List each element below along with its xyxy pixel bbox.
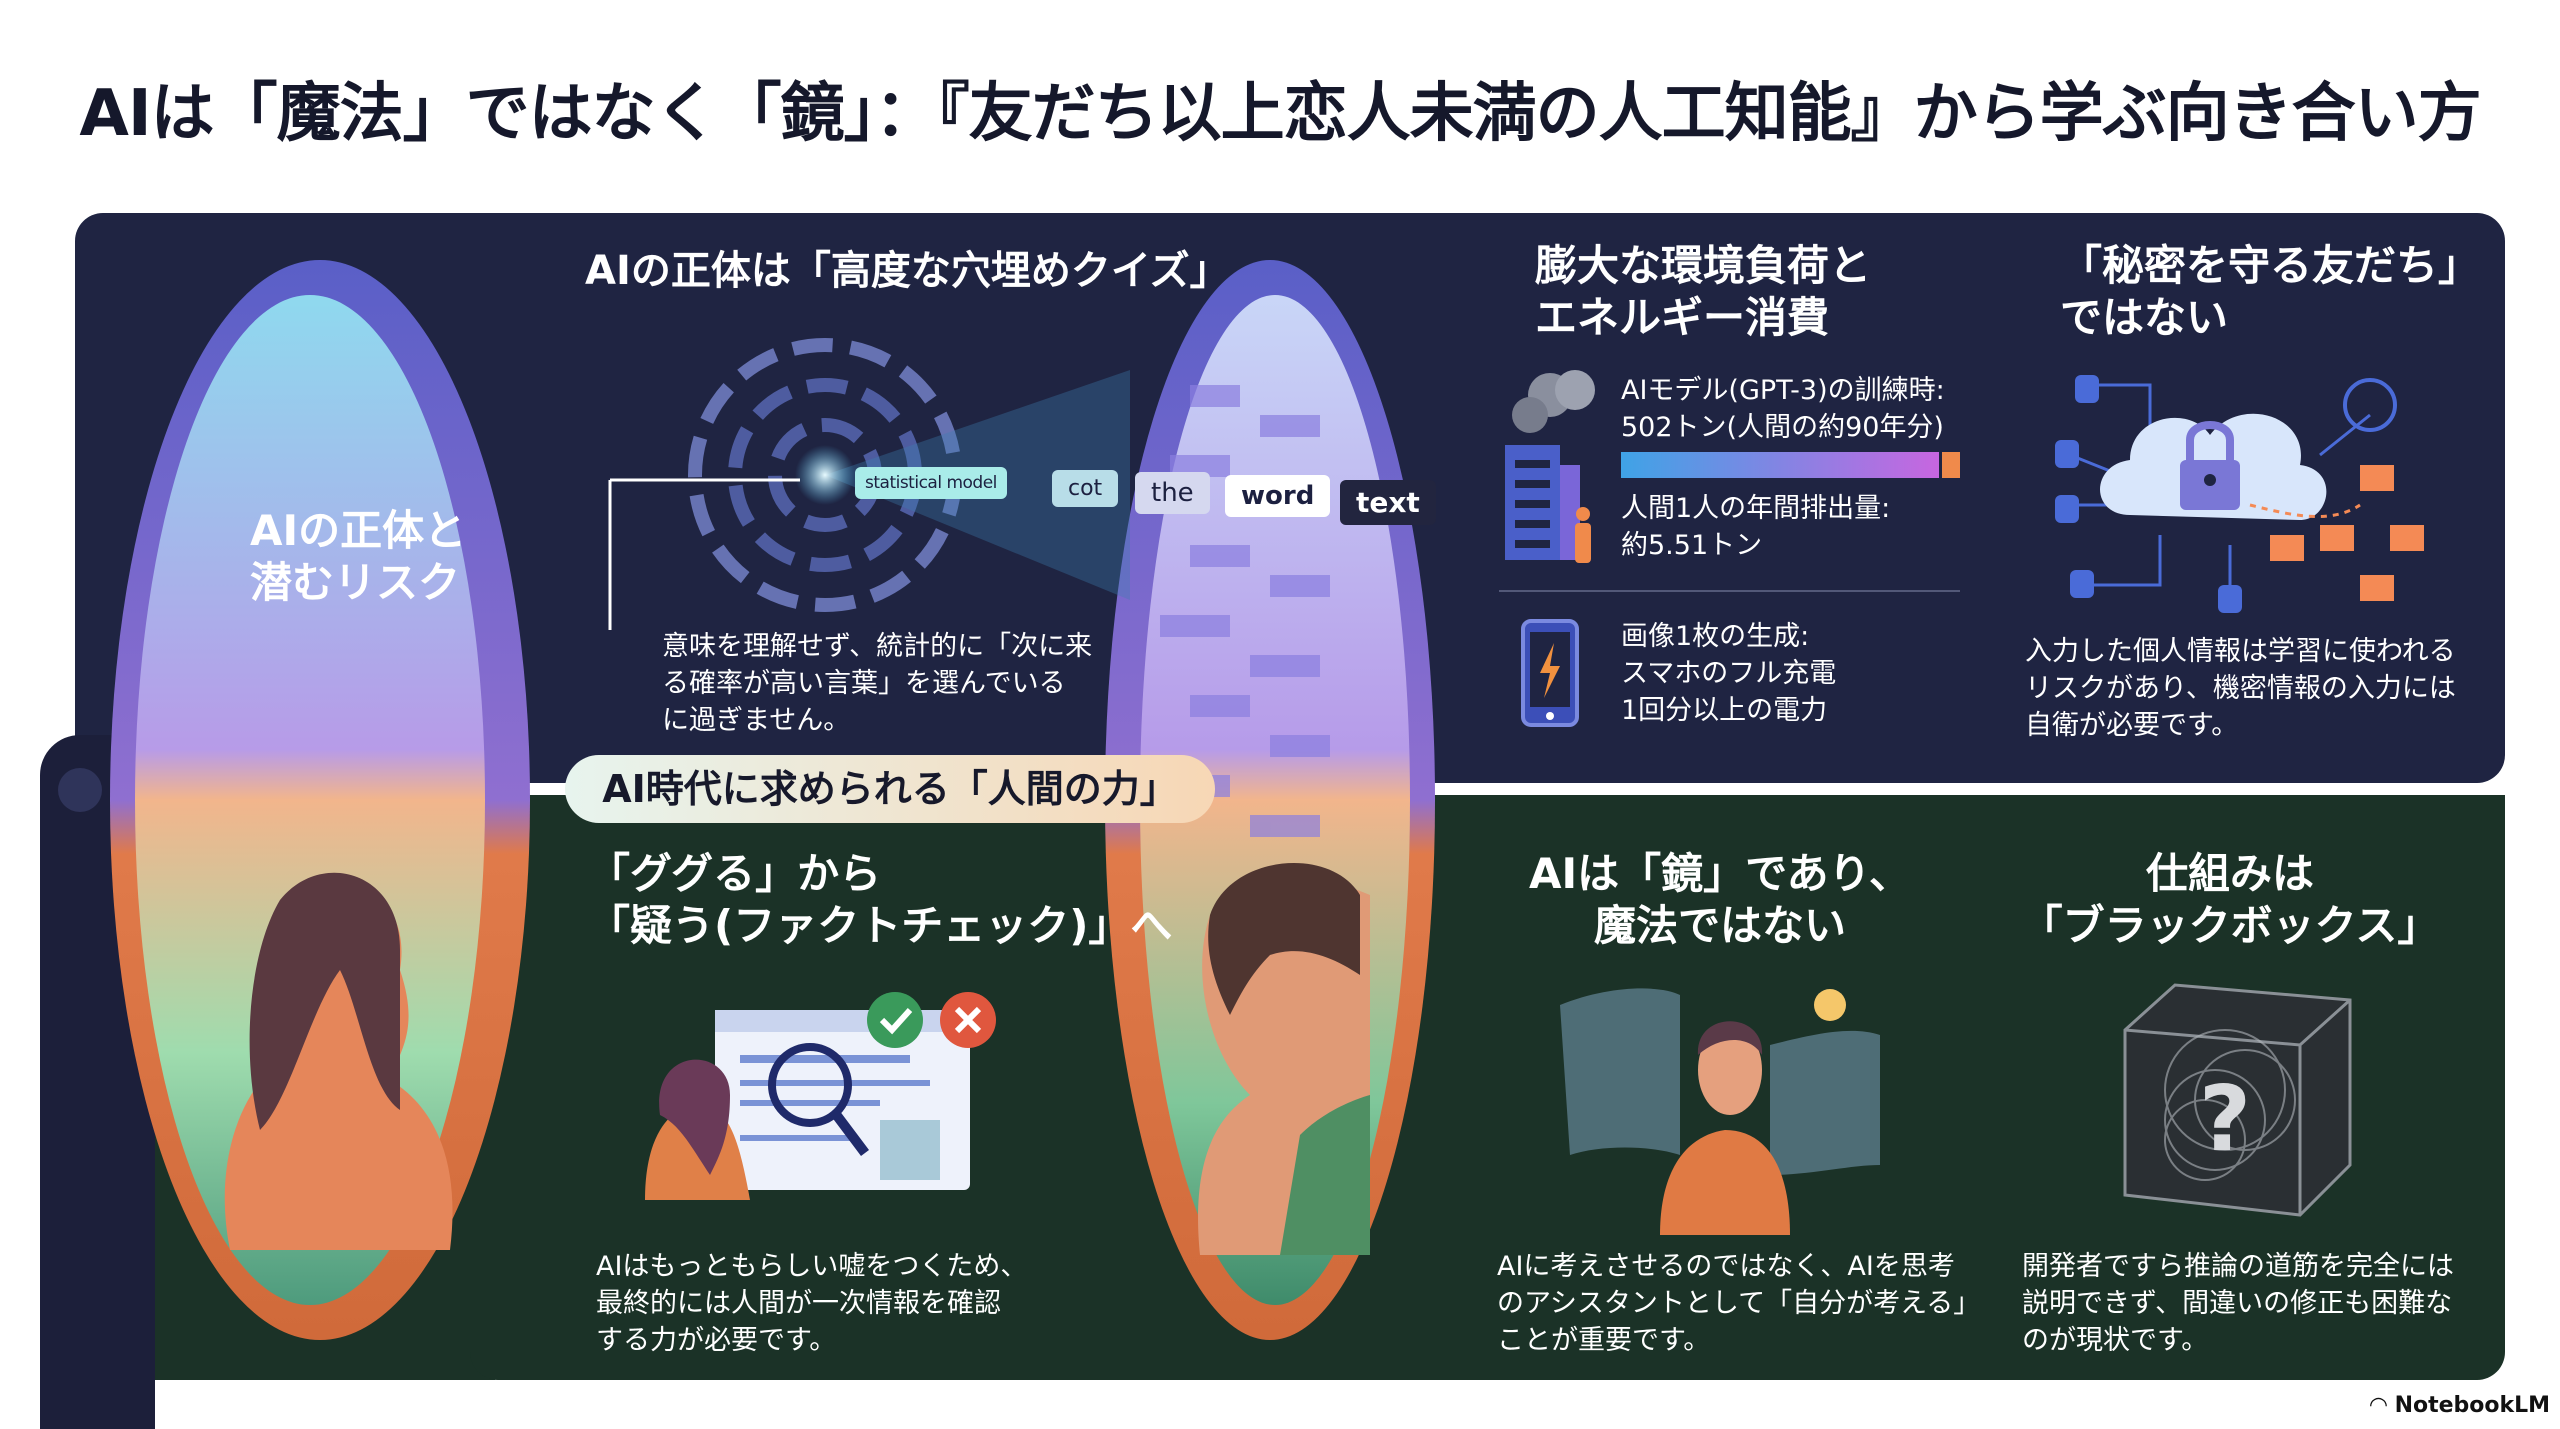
black-box-cube-illustration: ? xyxy=(2123,983,2352,1217)
ai-emission-bar xyxy=(1621,452,1939,478)
desc-line: ことが重要です。 xyxy=(1497,1325,1711,1356)
mirror-description: AIに考えさせるのではなく、AIを思考 のアシスタントとして「自分が考える」 こ… xyxy=(1497,1248,1980,1359)
desc-line: 最終的には人間が一次情報を確認 xyxy=(596,1288,1001,1319)
magnifier-icon xyxy=(768,1043,852,1127)
heading-line: 仕組みは xyxy=(2145,849,2314,898)
factory-icon xyxy=(1505,370,1595,560)
left-mirror-illustration xyxy=(110,260,530,1340)
heading-line: 膨大な環境負荷と xyxy=(1535,241,1872,290)
desc-line: AIはもっともらしい嘘をつくため、 xyxy=(596,1251,1028,1282)
desc-line: 説明できず、間違いの修正も困難な xyxy=(2022,1288,2453,1319)
text-line: 502トン(人間の約90年分) xyxy=(1621,412,1944,443)
left-label-line: AIの正体と xyxy=(250,506,467,555)
token-chip: statistical model xyxy=(855,467,1007,499)
smartphone-charging-icon xyxy=(1521,619,1579,727)
blackbox-heading: 仕組みは 「ブラックボックス」 xyxy=(1980,848,2480,952)
page-title: AIは「魔法」ではなく「鏡」：『友だち以上恋人未満の人工知能』から学ぶ向き合い方 xyxy=(79,77,2481,151)
human-emission-bar xyxy=(1942,452,1960,478)
token-chip: word xyxy=(1225,475,1331,517)
token-chip: text xyxy=(1340,480,1436,525)
divider xyxy=(1499,590,1960,592)
secret-description: 入力した個人情報は学習に使われる リスクがあり、機密情報の入力には 自衛が必要で… xyxy=(2025,633,2456,744)
mirror-heading: AIは「鏡」であり、 魔法ではない xyxy=(1470,848,1970,952)
factcheck-heading: 「ググる」から 「疑う(ファクトチェック)」へ xyxy=(588,848,1172,952)
desc-line: のアシスタントとして「自分が考える」 xyxy=(1497,1288,1981,1319)
check-icon xyxy=(867,992,923,1048)
human-emission-text: 人間1人の年間排出量: 約5.51トン xyxy=(1621,490,1890,564)
mirror-stand-knob xyxy=(58,768,102,812)
desc-line: る確率が高い言葉」を選んでいる xyxy=(662,668,1066,699)
question-mark-icon: ? xyxy=(2199,1067,2251,1172)
text-line: AIモデル(GPT-3)の訓練時: xyxy=(1621,375,1945,406)
image-generation-text: 画像1枚の生成: スマホのフル充電 1回分以上の電力 xyxy=(1621,618,1836,729)
quiz-description: 意味を理解せず、統計的に「次に来 る確率が高い言葉」を選んでいる に過ぎません。 xyxy=(662,628,1092,739)
globe-icon xyxy=(2343,378,2397,432)
notebooklm-brand: ◠ NotebookLM xyxy=(2370,1393,2550,1418)
heading-line: 「ググる」から xyxy=(588,849,882,898)
heading-line: 「秘密を守る友だち」 xyxy=(2060,241,2481,290)
lightbulb-icon xyxy=(1814,989,1846,1021)
left-label-line: 潜むリスク xyxy=(250,558,461,607)
heading-line: 「ブラックボックス」 xyxy=(2020,901,2440,950)
blackbox-description: 開発者ですら推論の道筋を完全には 説明できず、間違いの修正も困難な のが現状です… xyxy=(2022,1248,2454,1359)
training-emission-text: AIモデル(GPT-3)の訓練時: 502トン(人間の約90年分) xyxy=(1621,372,1945,446)
secret-heading: 「秘密を守る友だち」 ではない xyxy=(2060,240,2480,344)
desc-line: 開発者ですら推論の道筋を完全には xyxy=(2022,1251,2454,1282)
cloud-lock-data-leak-illustration xyxy=(2055,375,2424,613)
quiz-heading: AIの正体は「高度な穴埋めクイズ」 xyxy=(585,248,1230,294)
text-line: 1回分以上の電力 xyxy=(1621,695,1828,726)
left-section-label: AIの正体と 潜むリスク xyxy=(250,505,467,609)
desc-line: に過ぎません。 xyxy=(662,705,851,736)
factcheck-description: AIはもっともらしい嘘をつくため、 最終的には人間が一次情報を確認 する力が必要… xyxy=(596,1248,1027,1359)
heading-line: AIは「鏡」であり、 xyxy=(1528,849,1912,898)
desc-line: のが現状です。 xyxy=(2022,1325,2209,1356)
fact-check-illustration xyxy=(645,992,996,1200)
notebooklm-logo-icon: ◠ xyxy=(2370,1393,2395,1418)
right-mirror-illustration xyxy=(1105,260,1435,1340)
environment-heading: 膨大な環境負荷と エネルギー消費 xyxy=(1535,240,1871,344)
person-icon xyxy=(1575,507,1591,563)
text-line: 約5.51トン xyxy=(1621,530,1763,561)
heading-line: 魔法ではない xyxy=(1593,901,1846,950)
token-chip: cot xyxy=(1052,470,1119,507)
heading-line: エネルギー消費 xyxy=(1535,293,1830,342)
desc-line: リスクがあり、機密情報の入力には xyxy=(2025,673,2456,704)
text-line: 人間1人の年間排出量: xyxy=(1621,493,1891,524)
desc-line: する力が必要です。 xyxy=(596,1325,837,1356)
human-power-banner: AI時代に求められる「人間の力」 xyxy=(565,755,1215,823)
text-line: スマホのフル充電 xyxy=(1621,658,1837,689)
brand-label: NotebookLM xyxy=(2394,1393,2551,1418)
thinking-person-illustration xyxy=(1560,988,1880,1235)
desc-line: 入力した個人情報は学習に使われる xyxy=(2025,636,2456,667)
neural-vortex-illustration xyxy=(608,338,1130,630)
desc-line: AIに考えさせるのではなく、AIを思考 xyxy=(1497,1251,1955,1282)
desc-line: 自衛が必要です。 xyxy=(2025,710,2239,741)
desc-line: 意味を理解せず、統計的に「次に来 xyxy=(662,631,1093,662)
token-chip: the xyxy=(1135,472,1210,514)
heading-line: 「疑う(ファクトチェック)」へ xyxy=(588,901,1173,950)
text-line: 画像1枚の生成: xyxy=(1621,621,1810,652)
heading-line: ではない xyxy=(2060,293,2229,342)
